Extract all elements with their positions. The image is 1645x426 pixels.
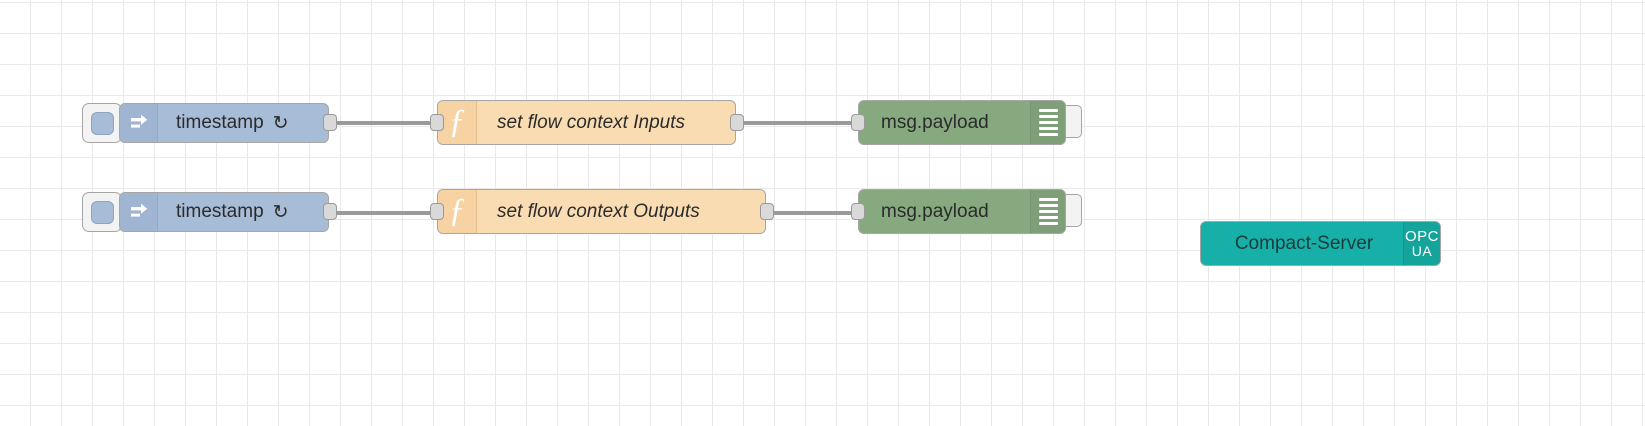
inject-label-text-2: timestamp [176, 201, 264, 222]
function-output-port-2[interactable] [760, 203, 774, 220]
inject-trigger-button-inner-2 [90, 200, 114, 224]
function-input-port-1[interactable] [430, 114, 444, 131]
function-input-port-2[interactable] [430, 203, 444, 220]
wire-inject-to-function-2[interactable] [330, 211, 438, 215]
debug-node-2[interactable]: msg.payload [858, 189, 1066, 234]
inject-arrow-icon-1 [120, 104, 158, 142]
opcua-node-label: Compact-Server [1234, 232, 1374, 254]
opcua-badge-bottom: UA [1411, 243, 1433, 260]
wire-function-to-debug-2[interactable] [760, 211, 858, 215]
opcua-badge-icon: OPC UA [1403, 222, 1440, 265]
inject-arrow-icon-2 [120, 193, 158, 231]
inject-node-label-1: timestamp ↻ [158, 104, 289, 142]
repeat-icon-2: ↻ [272, 201, 289, 223]
inject-output-port-2[interactable] [323, 203, 337, 220]
inject-trigger-button-2[interactable] [82, 192, 122, 232]
function-f-icon-2: ƒ [438, 190, 477, 233]
function-node-2[interactable]: ƒ set flow context Outputs [437, 189, 766, 234]
wire-inject-to-function-1[interactable] [330, 121, 438, 125]
debug-input-port-1[interactable] [851, 114, 865, 131]
debug-lines-icon-1 [1030, 101, 1065, 144]
inject-output-port-1[interactable] [323, 114, 337, 131]
function-output-port-1[interactable] [730, 114, 744, 131]
wire-function-to-debug-1[interactable] [730, 121, 858, 125]
repeat-icon-1: ↻ [272, 112, 289, 134]
opcua-badge-top: OPC [1404, 227, 1439, 245]
inject-trigger-button-1[interactable] [82, 103, 122, 143]
function-f-icon-1: ƒ [438, 101, 477, 144]
inject-node-1[interactable]: timestamp ↻ [119, 103, 329, 143]
function-node-label-1: set flow context Inputs [497, 111, 685, 133]
inject-label-text-1: timestamp [176, 112, 264, 133]
inject-node-label-2: timestamp ↻ [158, 193, 289, 231]
function-f-glyph-1: ƒ [448, 102, 466, 140]
debug-node-label-2: msg.payload [881, 200, 989, 222]
inject-trigger-button-inner-1 [90, 111, 114, 135]
function-node-label-2: set flow context Outputs [497, 200, 700, 222]
debug-node-label-1: msg.payload [881, 111, 989, 133]
debug-input-port-2[interactable] [851, 203, 865, 220]
debug-lines-icon-2 [1030, 190, 1065, 233]
inject-node-2[interactable]: timestamp ↻ [119, 192, 329, 232]
debug-node-1[interactable]: msg.payload [858, 100, 1066, 145]
function-node-1[interactable]: ƒ set flow context Inputs [437, 100, 736, 145]
function-f-glyph-2: ƒ [448, 191, 466, 229]
opcua-server-node[interactable]: Compact-Server OPC UA [1200, 221, 1441, 266]
